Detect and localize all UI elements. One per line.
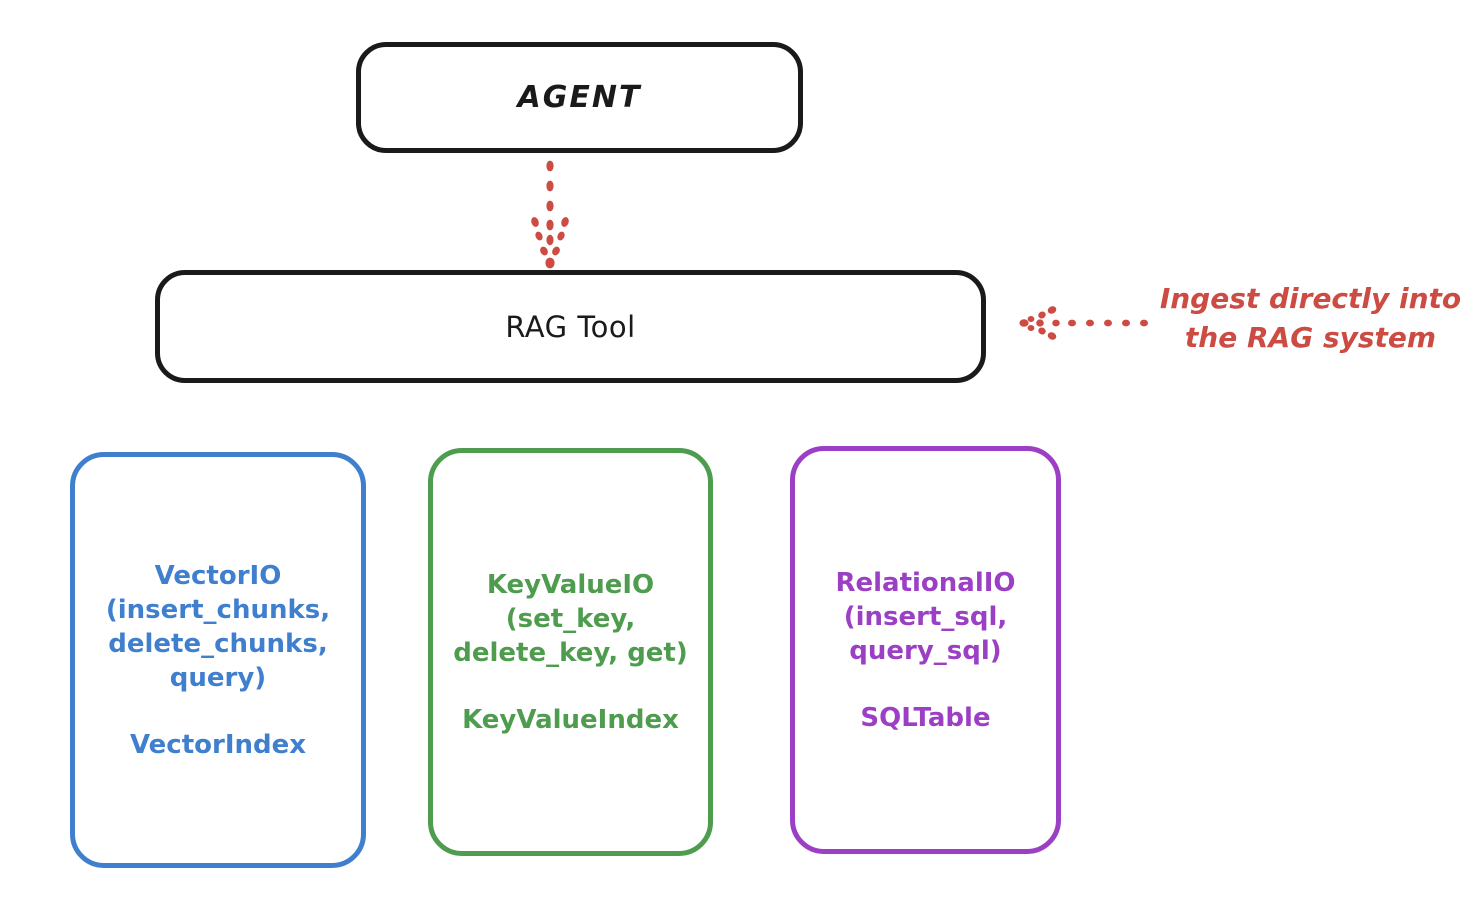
node-key-value-io[interactable]: KeyValueIO (set_key, delete_key, get) Ke… (428, 448, 713, 856)
node-relational-io[interactable]: RelationalIO (insert_sql, query_sql) SQL… (790, 446, 1061, 854)
node-vector-io-index-label: VectorIndex (129, 729, 307, 760)
node-relational-io-index-label: SQLTable (860, 702, 991, 733)
node-rag-tool-label: RAG Tool (505, 309, 636, 344)
node-vector-io-api-label: VectorIO (insert_chunks, delete_chunks, … (105, 561, 331, 693)
node-key-value-io-index-label: KeyValueIndex (462, 704, 679, 735)
node-agent-label: AGENT (517, 80, 642, 115)
connector-ingest-to-rag-tool-icon (1019, 306, 1148, 340)
node-key-value-io-api-label: KeyValueIO (set_key, delete_key, get) (453, 570, 688, 668)
connector-agent-to-rag-tool-icon (531, 160, 569, 269)
node-agent[interactable]: AGENT (356, 42, 803, 153)
node-vector-io[interactable]: VectorIO (insert_chunks, delete_chunks, … (70, 452, 366, 868)
node-relational-io-api-label: RelationalIO (insert_sql, query_sql) (835, 568, 1016, 666)
annotation-ingest-directly: Ingest directly into the RAG system (1159, 282, 1462, 355)
node-rag-tool[interactable]: RAG Tool (155, 270, 986, 383)
